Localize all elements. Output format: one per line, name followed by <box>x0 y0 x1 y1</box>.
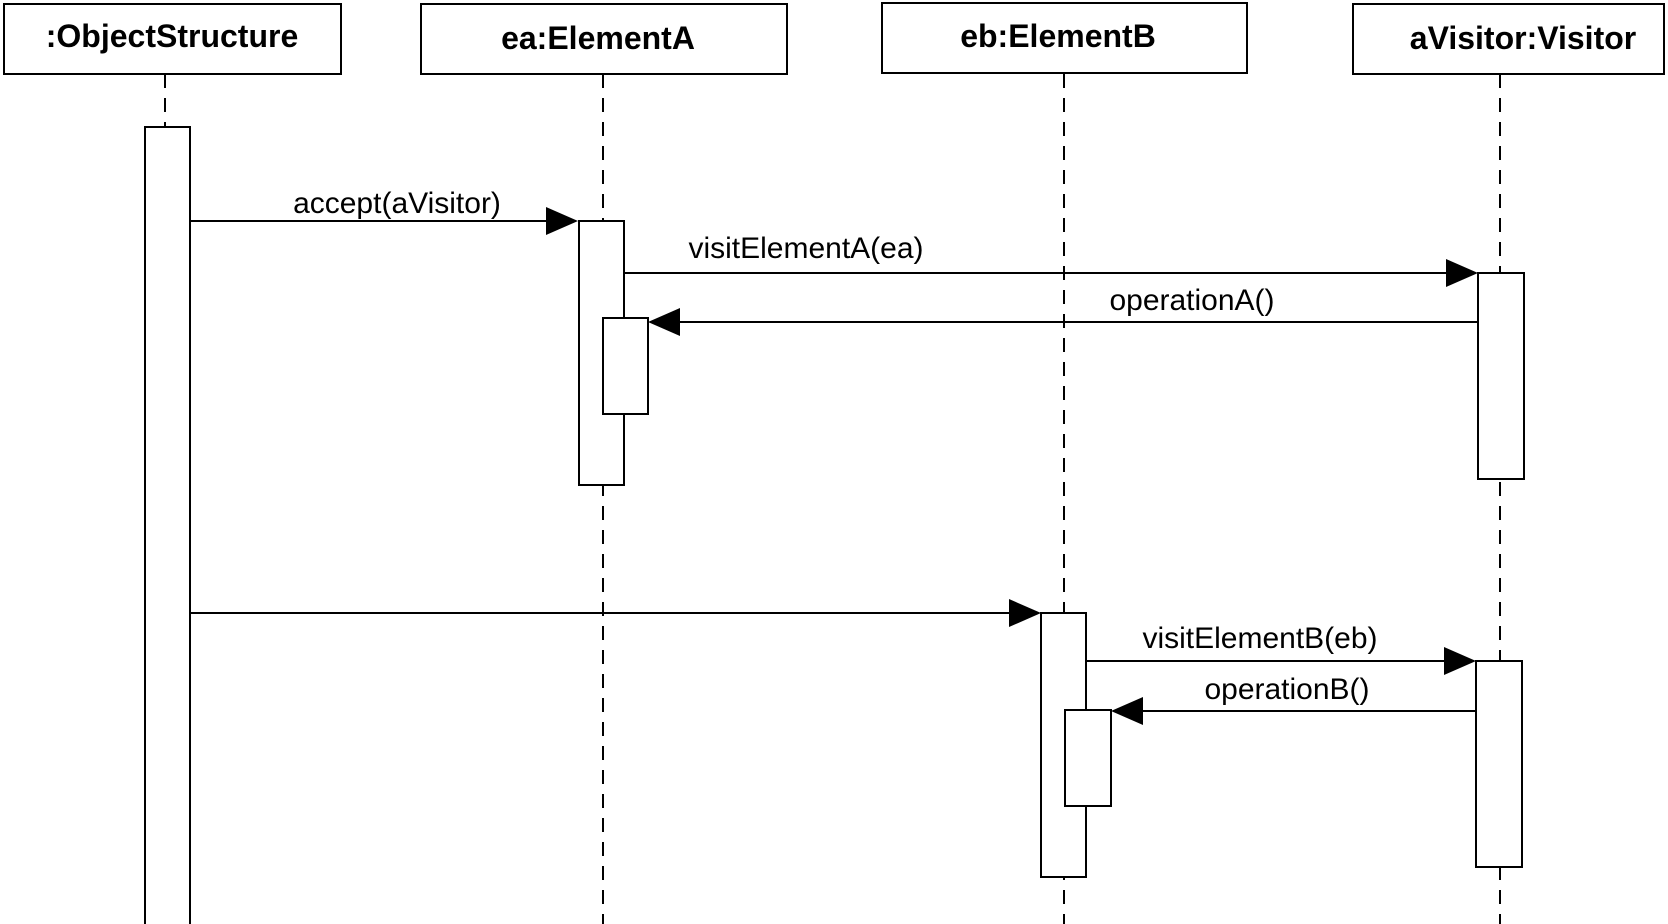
arrowhead-icon <box>1444 647 1476 675</box>
arrowhead-icon <box>546 207 578 235</box>
activation-element-a-nested <box>602 317 649 415</box>
participant-element-a: ea:ElementA <box>420 3 788 75</box>
arrowhead-icon <box>648 308 680 336</box>
activation-element-b-nested <box>1064 709 1112 807</box>
message-label: operationA() <box>1109 284 1274 317</box>
activation-visitor-a <box>1477 272 1525 480</box>
participant-label: ea:ElementA <box>501 20 695 56</box>
participant-label: aVisitor:Visitor <box>1410 20 1636 56</box>
participant-label: :ObjectStructure <box>46 18 298 54</box>
arrowhead-icon <box>1446 259 1478 287</box>
message-accept-element-b <box>190 599 1041 627</box>
message-label: accept(aVisitor) <box>293 187 501 220</box>
participant-object-structure: :ObjectStructure <box>3 3 342 75</box>
message-label: visitElementB(eb) <box>1142 622 1377 655</box>
arrowhead-icon <box>1111 697 1143 725</box>
participant-element-b: eb:ElementB <box>881 2 1248 74</box>
message-label: visitElementA(ea) <box>688 232 923 265</box>
message-accept: accept(aVisitor) <box>190 187 578 235</box>
message-label: operationB() <box>1204 673 1369 706</box>
message-operation-b: operationB() <box>1111 673 1476 725</box>
message-visit-element-a: visitElementA(ea) <box>624 232 1478 287</box>
message-visit-element-b: visitElementB(eb) <box>1086 622 1476 675</box>
arrowhead-icon <box>1009 599 1041 627</box>
participant-visitor: aVisitor:Visitor <box>1352 3 1665 75</box>
message-operation-a: operationA() <box>648 284 1478 336</box>
participant-label: eb:ElementB <box>960 18 1156 54</box>
activation-object-structure <box>144 126 191 924</box>
activation-visitor-b <box>1475 660 1523 868</box>
